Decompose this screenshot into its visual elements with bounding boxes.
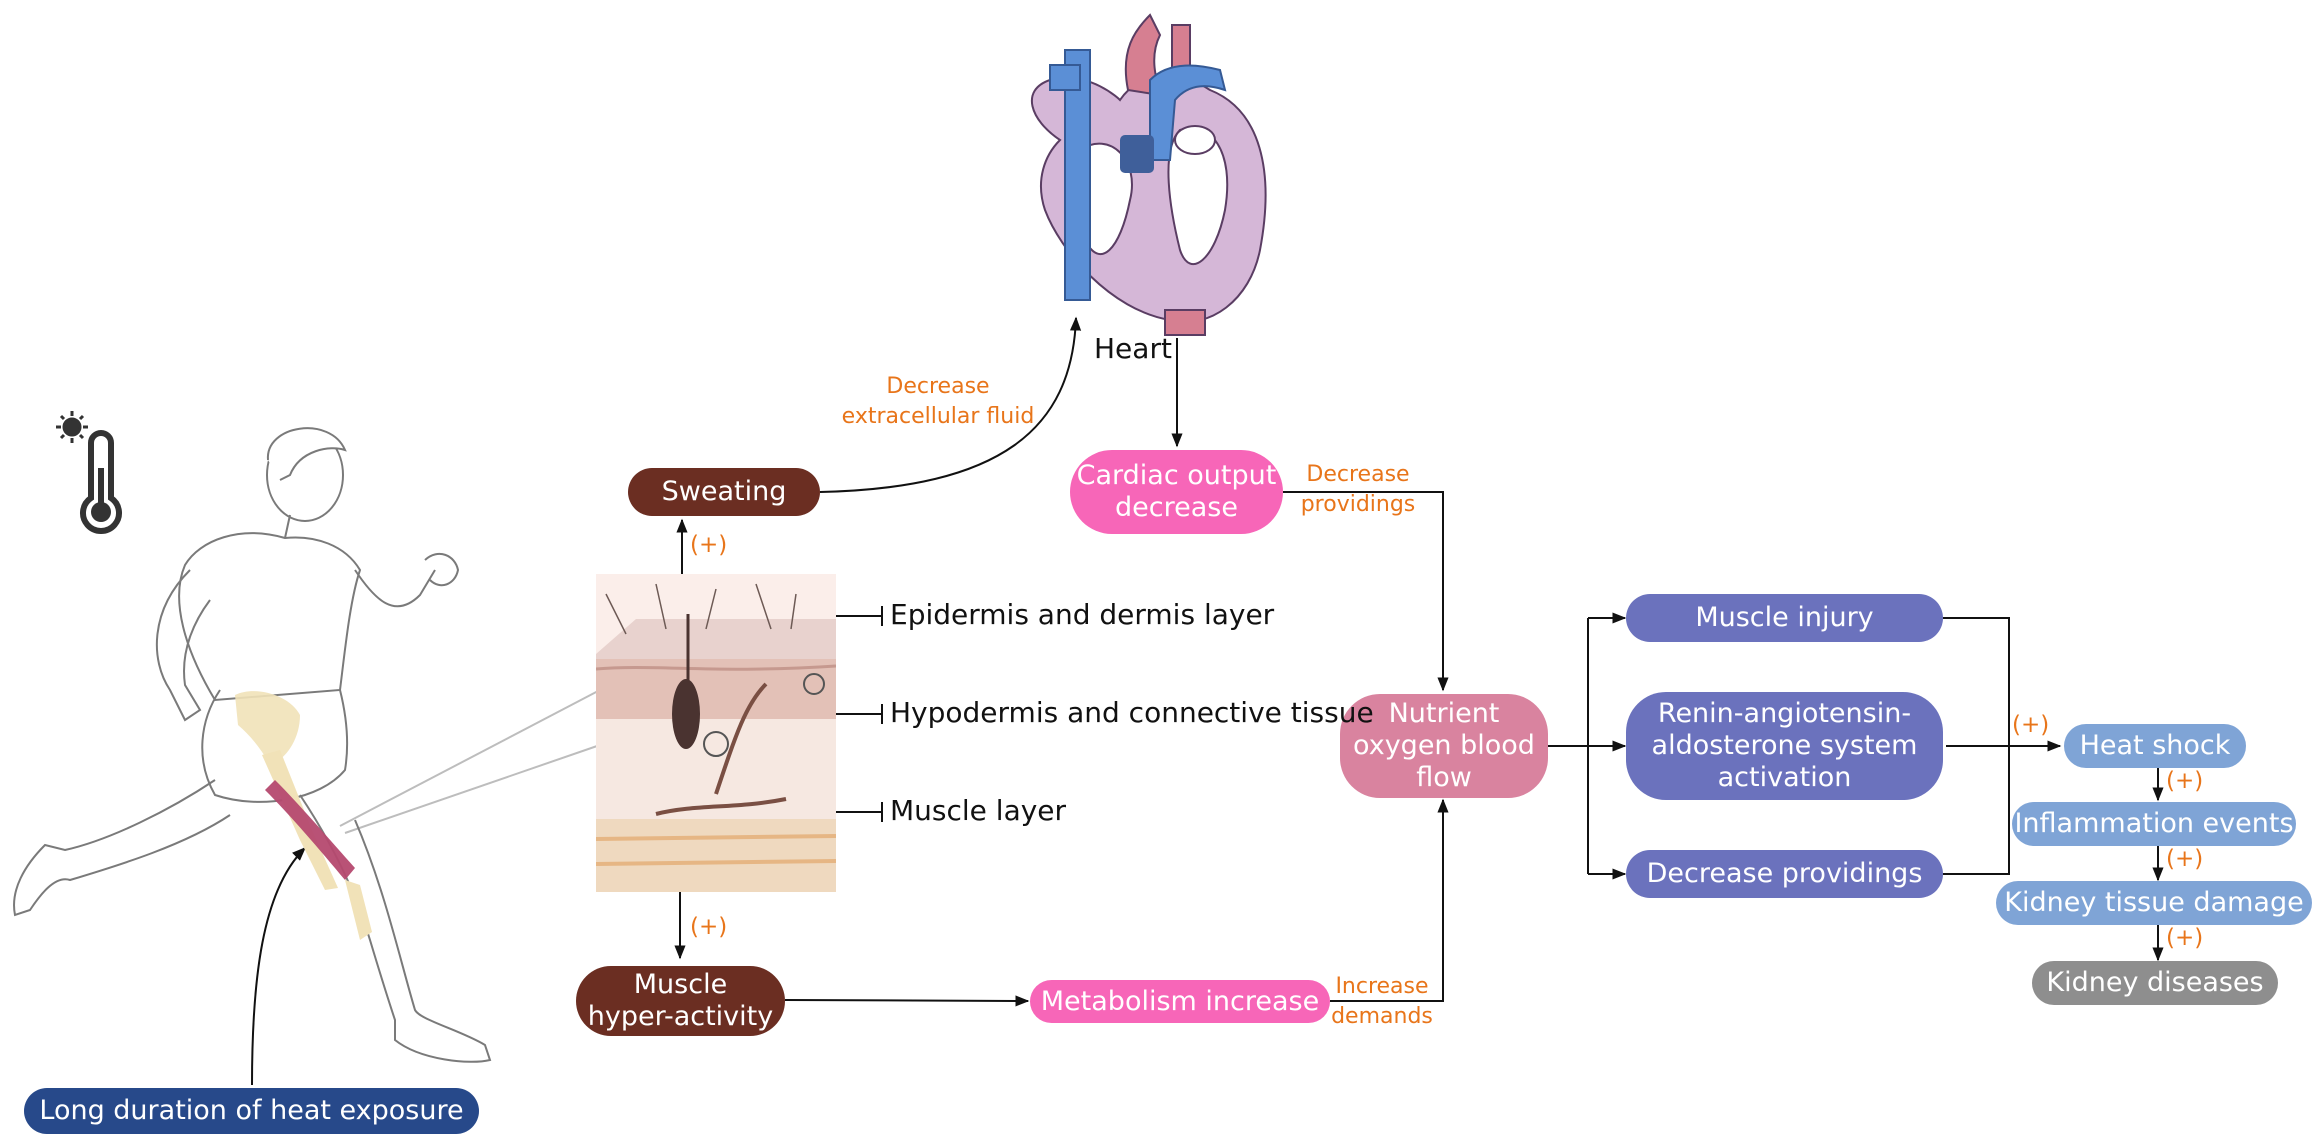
heart-label: Heart <box>1094 332 1172 365</box>
thermometer-sun-icon <box>56 411 122 534</box>
kidney-damage-node: Kidney tissue damage <box>1996 881 2312 925</box>
kidney-diseases-node: Kidney diseases <box>2032 961 2278 1005</box>
decrease-providings-node: Decrease providings <box>1626 850 1943 898</box>
plus-sweating: (+) <box>690 532 728 558</box>
pointer-epidermis <box>834 606 883 626</box>
plus-inflammation: (+) <box>2166 768 2204 794</box>
heat-shock-node: Heat shock <box>2064 724 2246 768</box>
plus-kidney-damage: (+) <box>2166 846 2204 872</box>
arrow-cardiac-to-flow <box>1283 491 1449 692</box>
skin-cross-section-illustration <box>596 574 836 892</box>
heart-illustration <box>1030 13 1267 336</box>
hypodermis-label: Hypodermis and connective tissue <box>890 696 1374 729</box>
runner-illustration <box>13 427 492 1063</box>
plus-kidney-diseases: (+) <box>2166 925 2204 951</box>
arrow-hyperactivity-to-metabolism <box>784 995 1030 1007</box>
zoom-line-top <box>339 689 601 827</box>
pointer-hypodermis <box>834 704 883 724</box>
heat-exposure-node: Long duration of heat exposure <box>24 1088 479 1134</box>
decrease-fluid-label: Decrease extracellular fluid <box>841 374 1035 429</box>
arrow-exposure-to-muscle <box>251 847 307 1086</box>
cardiac-output-node: Cardiac output decrease <box>1070 450 1283 534</box>
plus-heat-shock: (+) <box>2012 712 2050 738</box>
arrow-metabolism-to-flow <box>1330 798 1449 1002</box>
arrow-sweating-to-heart <box>819 316 1082 493</box>
muscle-injury-node: Muscle injury <box>1626 594 1943 642</box>
muscle-layer-label: Muscle layer <box>890 794 1067 827</box>
metabolism-node: Metabolism increase <box>1030 980 1330 1023</box>
sweating-node: Sweating <box>628 468 820 516</box>
increase-demands-label: Increase demands <box>1331 974 1433 1029</box>
decrease-providings-edge-label: Decrease providings <box>1300 462 1416 517</box>
nutrient-flow-node: Nutrient oxygen blood flow <box>1340 694 1548 798</box>
zoom-line-bottom <box>344 744 601 834</box>
raas-node: Renin-angiotensin- aldosterone system ac… <box>1626 692 1943 800</box>
muscle-hyperactivity-node: Muscle hyper-activity <box>576 966 785 1036</box>
inflammation-node: Inflammation events <box>2012 802 2296 846</box>
plus-hyperactivity: (+) <box>690 914 728 940</box>
pointer-muscle <box>834 802 883 822</box>
epidermis-label: Epidermis and dermis layer <box>890 598 1275 631</box>
